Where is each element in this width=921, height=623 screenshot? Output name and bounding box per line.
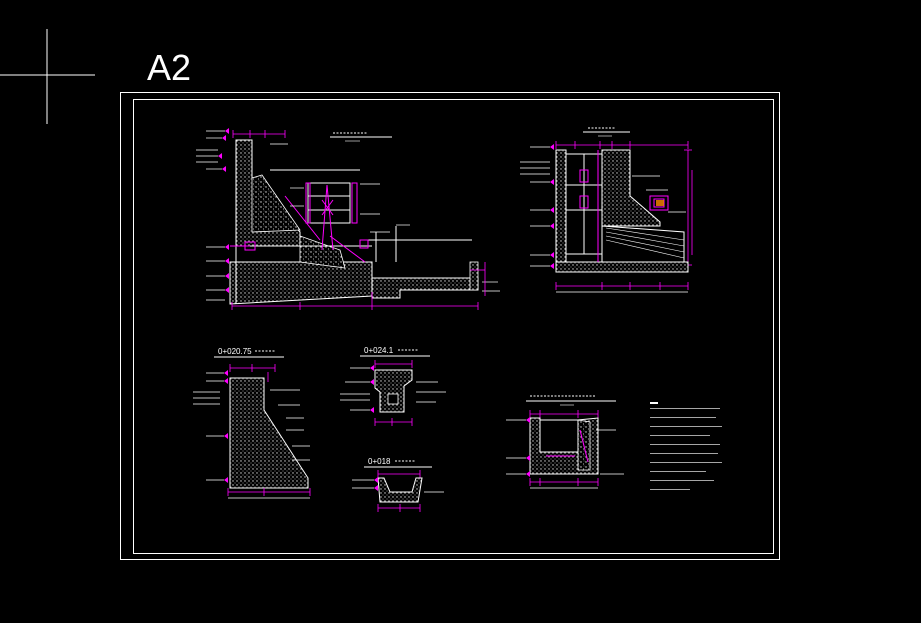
view-section-0-020-75: 0+020.75 [193,347,311,499]
section-2-title: 0+024.1 [364,346,394,355]
view-section-0-018: 0+018 [352,457,444,512]
note-line [650,426,722,433]
section-1-title: 0+020.75 [218,347,252,356]
note-line [650,444,720,451]
sheet-outer-frame [120,92,780,560]
note-line [650,462,722,469]
note-line [650,489,690,496]
sheet-size-label: A2 [147,47,192,88]
view-1-title [330,132,392,142]
note-line [650,417,716,424]
note-line [650,471,706,478]
note-line [650,480,714,487]
view-section-0-024-1: 0+024.1 [340,346,446,426]
note-line [650,453,718,460]
view-channel-section [506,395,624,489]
notes-lines [650,408,722,496]
sheet-inner-frame [133,99,774,554]
crosshair-cursor-icon[interactable] [0,29,95,124]
notes-heading-mark [650,402,658,404]
drawing-notes [650,402,722,498]
view-longitudinal-section [196,128,500,310]
note-line [650,435,710,442]
section-3-title: 0+018 [368,457,391,466]
view-cross-section-right [520,127,693,293]
note-line [650,408,720,415]
